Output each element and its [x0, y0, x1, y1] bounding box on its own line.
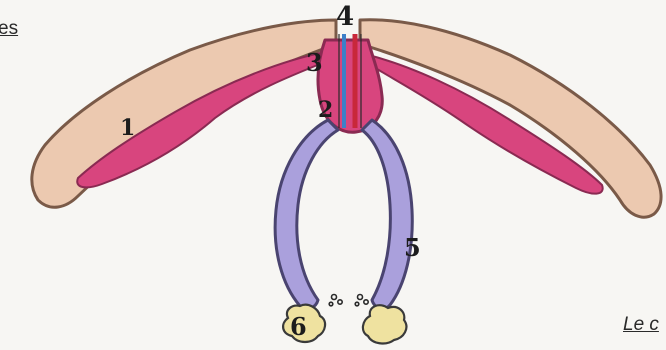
label-6: 6: [290, 312, 307, 341]
label-1: 1: [120, 115, 135, 141]
right-lavender-arm: [362, 120, 412, 309]
label-5: 5: [404, 233, 421, 262]
label-4: 4: [336, 2, 354, 32]
label-3: 3: [306, 48, 323, 77]
right-gland: [363, 305, 406, 343]
left-duct-droplets: [329, 295, 342, 306]
left-lavender-arm: [275, 120, 338, 309]
right-duct-droplets: [355, 295, 368, 306]
label-2: 2: [318, 97, 333, 123]
